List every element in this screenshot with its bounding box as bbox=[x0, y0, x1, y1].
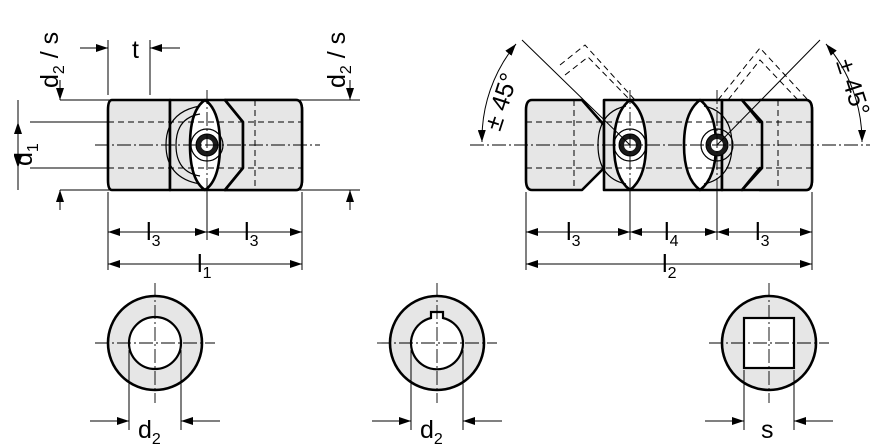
label-d2-s-right: d2 / s bbox=[323, 32, 355, 88]
label-l3-d: l3 bbox=[755, 218, 770, 250]
label-d2-round: d2 bbox=[138, 416, 161, 448]
label-l3-a: l3 bbox=[146, 218, 161, 250]
label-l2: l2 bbox=[662, 250, 677, 282]
label-angle-left: ± 45° bbox=[479, 70, 524, 134]
single-joint-side-view bbox=[95, 90, 320, 200]
end-view-keyway-bore bbox=[372, 283, 502, 430]
double-joint-dimensions bbox=[525, 192, 813, 270]
label-angle-right: ± 45° bbox=[830, 55, 875, 119]
single-joint-dimensions bbox=[14, 40, 360, 270]
label-s: s bbox=[761, 416, 774, 444]
double-joint-side-view bbox=[470, 39, 870, 200]
label-t: t bbox=[132, 36, 139, 64]
label-l3-c: l3 bbox=[566, 218, 581, 250]
label-l3-b: l3 bbox=[244, 218, 259, 250]
label-d2-s-left: d2 / s bbox=[36, 32, 68, 88]
label-d1: d1 bbox=[10, 143, 42, 166]
end-view-round-bore bbox=[90, 283, 220, 430]
label-l1: l1 bbox=[197, 250, 212, 282]
label-d2-keyway: d2 bbox=[420, 416, 443, 448]
label-l4: l4 bbox=[664, 218, 679, 250]
end-view-square-bore bbox=[705, 283, 833, 430]
